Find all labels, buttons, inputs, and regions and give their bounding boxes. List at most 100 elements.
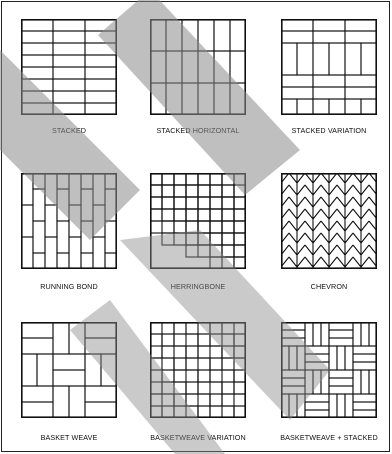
brick	[53, 354, 85, 370]
brick	[329, 386, 353, 394]
brick	[53, 79, 85, 91]
brick	[210, 358, 222, 370]
brick	[85, 67, 117, 79]
brick	[150, 406, 162, 418]
brick	[234, 406, 246, 418]
tile-joint	[345, 197, 353, 207]
brick	[281, 378, 305, 386]
tile-joint	[321, 257, 329, 267]
brick	[93, 205, 105, 237]
tile-joint	[305, 245, 313, 255]
brick	[297, 394, 305, 418]
brick	[345, 19, 377, 31]
tile-joint	[329, 233, 337, 243]
brick	[85, 103, 117, 115]
brick	[105, 221, 117, 253]
brick	[53, 322, 69, 354]
tile-joint	[337, 245, 345, 255]
tile-joint	[321, 233, 329, 243]
brick	[81, 173, 93, 189]
tile-joint	[337, 221, 345, 231]
tile-joint	[353, 197, 361, 207]
brick	[53, 370, 85, 386]
brick	[81, 221, 93, 253]
basketweave-variation-label: BASKETWEAVE VARIATION	[136, 433, 260, 442]
brick	[57, 173, 69, 189]
brick	[182, 19, 198, 51]
tile-joint	[353, 257, 361, 267]
tile-joint	[321, 185, 329, 195]
tile-joint	[313, 245, 321, 255]
brick	[313, 75, 345, 87]
brick	[281, 87, 313, 99]
tile-joint	[353, 221, 361, 231]
brick	[353, 402, 377, 410]
tile-joint	[289, 233, 297, 243]
brick	[57, 189, 69, 221]
basketweave-variation-pattern-tile	[150, 322, 246, 418]
tile-joint	[297, 245, 305, 255]
brick	[305, 362, 329, 370]
tile-joint	[289, 245, 297, 255]
brick	[281, 75, 313, 87]
brick	[45, 173, 57, 205]
brick	[85, 322, 117, 338]
tile-joint	[361, 185, 369, 195]
brick	[21, 322, 53, 338]
brick	[305, 346, 329, 354]
brick	[150, 185, 162, 197]
brick	[150, 83, 166, 115]
tile-joint	[361, 221, 369, 231]
brick	[37, 354, 53, 386]
brick	[305, 354, 329, 362]
brick	[230, 19, 246, 51]
tile-joint	[313, 209, 321, 219]
stacked-horizontal-label: STACKED HORIZONTAL	[136, 126, 260, 135]
brick	[105, 173, 117, 189]
brick	[166, 83, 182, 115]
brick	[85, 386, 117, 402]
brick	[329, 338, 353, 346]
tile-joint	[305, 221, 313, 231]
brick	[150, 173, 162, 185]
brick	[345, 99, 361, 115]
brick	[345, 394, 353, 418]
brick	[198, 406, 210, 418]
tile-joint	[353, 233, 361, 243]
brick	[166, 51, 182, 83]
brick	[345, 346, 353, 370]
brick	[305, 394, 329, 402]
brick	[150, 197, 162, 209]
brick	[57, 221, 69, 253]
brick	[21, 67, 53, 79]
brick	[297, 43, 313, 75]
brick	[353, 354, 377, 362]
brick	[214, 19, 230, 51]
basket-weave-pattern-tile	[21, 322, 117, 418]
brick	[53, 19, 85, 31]
tile-joint	[361, 197, 369, 207]
brick	[57, 253, 69, 269]
brick	[313, 43, 329, 75]
brick	[53, 43, 85, 55]
tile-joint	[297, 221, 305, 231]
tile-joint	[321, 209, 329, 219]
brick	[150, 173, 162, 185]
brick	[345, 87, 377, 99]
brick	[230, 51, 246, 83]
brick	[198, 370, 210, 382]
chevron-pattern-tile	[281, 173, 377, 269]
brick	[33, 173, 45, 189]
tile-joint	[337, 233, 345, 243]
brick	[345, 75, 377, 87]
brick	[198, 173, 210, 185]
brick	[353, 322, 361, 346]
brick	[337, 394, 345, 418]
brick	[85, 354, 101, 386]
brick	[21, 173, 33, 205]
brick	[234, 257, 246, 269]
brick	[281, 99, 297, 115]
tile-joint	[313, 185, 321, 195]
brick	[281, 370, 305, 378]
